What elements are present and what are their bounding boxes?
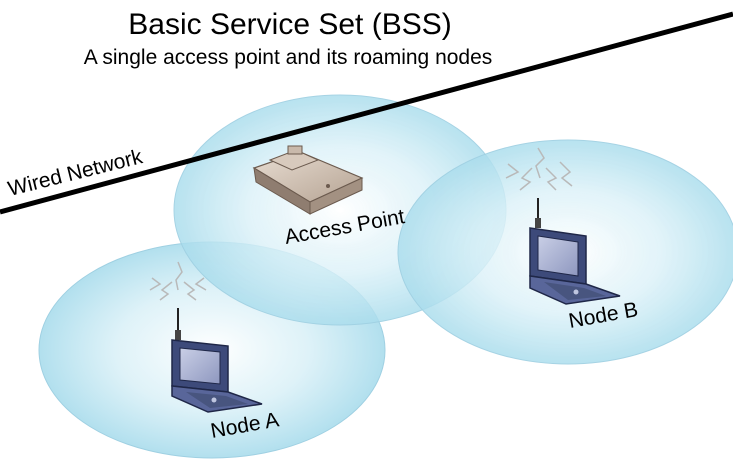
laptop-icon bbox=[149, 261, 263, 413]
access-point-icon bbox=[252, 145, 364, 215]
laptop-icon bbox=[505, 147, 621, 305]
wireless-signal-icon bbox=[505, 147, 573, 191]
diagram-subtitle: A single access point and its roaming no… bbox=[84, 46, 493, 69]
diagram-title: Basic Service Set (BSS) bbox=[128, 8, 451, 41]
wired-network-line bbox=[0, 11, 733, 215]
wireless-signal-icon bbox=[149, 261, 207, 301]
